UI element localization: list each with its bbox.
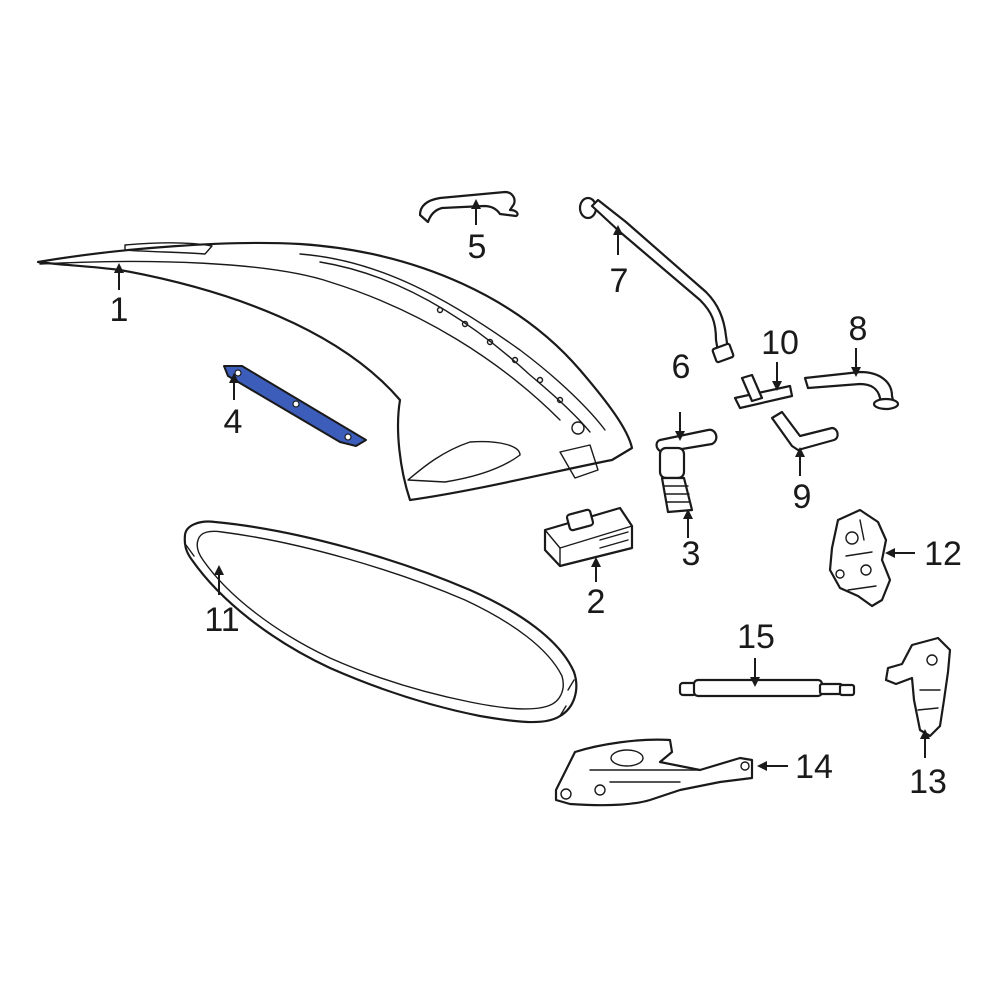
callout-11: 11 bbox=[204, 601, 239, 639]
callout-15: 15 bbox=[737, 618, 775, 656]
callout-10: 10 bbox=[761, 324, 799, 362]
part-7-tube[interactable] bbox=[578, 196, 735, 364]
callout-12: 12 bbox=[924, 535, 962, 573]
part-8-hose[interactable] bbox=[803, 370, 900, 411]
callout-9: 9 bbox=[793, 478, 812, 516]
part-14-hinge[interactable] bbox=[554, 738, 754, 807]
part-6-hose[interactable] bbox=[655, 428, 718, 454]
part-9-connector[interactable] bbox=[770, 410, 839, 452]
callout-5: 5 bbox=[468, 228, 487, 266]
part-2-switch[interactable] bbox=[543, 506, 634, 568]
part-10-t-connector[interactable] bbox=[733, 373, 794, 410]
callout-13: 13 bbox=[909, 763, 947, 801]
part-15-lift-support[interactable] bbox=[678, 678, 856, 698]
callout-8: 8 bbox=[849, 310, 868, 348]
callout-6: 6 bbox=[672, 348, 691, 386]
leader-lines bbox=[114, 199, 930, 771]
callout-3: 3 bbox=[682, 535, 701, 573]
part-5-hose[interactable] bbox=[418, 190, 519, 224]
part-13-striker[interactable] bbox=[884, 636, 952, 738]
callout-7: 7 bbox=[610, 262, 629, 300]
part-11-weatherstrip[interactable] bbox=[183, 520, 578, 724]
part-12-latch[interactable] bbox=[828, 508, 892, 608]
callout-4: 4 bbox=[224, 403, 243, 441]
part-1-trunk-lid[interactable] bbox=[36, 241, 634, 502]
part-4-trim-strip[interactable] bbox=[223, 365, 367, 447]
callout-2: 2 bbox=[587, 583, 606, 621]
part-3-bump-stop[interactable] bbox=[658, 446, 694, 514]
callout-labels: 1 2 3 4 5 6 7 8 9 10 11 12 13 14 15 bbox=[110, 228, 962, 801]
callout-14: 14 bbox=[795, 748, 833, 786]
callout-1: 1 bbox=[110, 291, 129, 329]
